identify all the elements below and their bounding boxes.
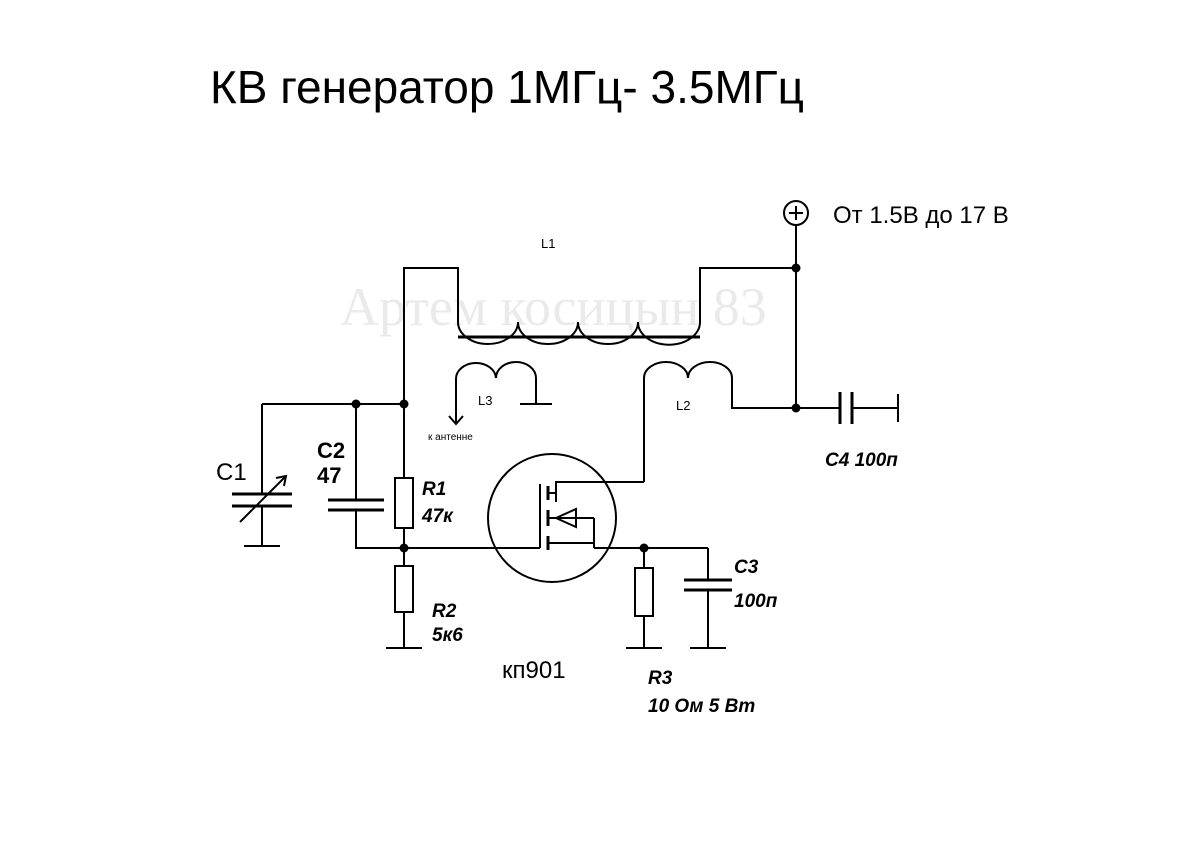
c3-label: C3 [734,557,759,578]
l3-label: L3 [478,393,492,408]
drain-wire [555,481,644,502]
r2-value: 5к6 [432,625,463,646]
channel-arrow-icon [553,507,577,529]
r2-label: R2 [432,601,457,622]
transistor-label: кп901 [502,657,566,684]
antenna-note: к антенне [428,432,473,443]
c4-label: C4 100п [825,450,898,471]
l2-coil [643,361,796,482]
l1-coil [457,321,701,346]
r1-value: 47к [421,506,454,527]
watermark: Артем косицын 83 [340,277,767,337]
r3-value: 10 Ом 5 Вт [648,696,755,717]
r3-label: R3 [648,668,673,689]
supply-terminal [783,200,809,226]
r1-body [394,477,414,529]
diagram-title: КВ генератор 1МГц- 3.5МГц [210,61,804,113]
c2-value: 47 [317,463,341,488]
c2-wire-bottom [355,510,404,549]
l1-wire-right [699,267,796,322]
mosfet-transistor [487,453,617,583]
l2-label: L2 [676,398,690,413]
c1-variable-arrow [239,475,287,523]
c1-label: C1 [216,459,247,486]
l3-coil [454,361,537,422]
r1-label: R1 [422,479,446,500]
antenna-arrow-icon [448,415,464,426]
c3-value: 100п [734,591,778,612]
c2-label: C2 [317,438,345,463]
l1-wire [403,267,459,404]
supply-voltage-label: От 1.5В до 17 В [833,202,1009,229]
c1-arrow-head-icon [275,474,288,487]
l1-label: L1 [541,236,555,251]
r3-body [634,567,654,617]
r2-body [394,565,414,613]
